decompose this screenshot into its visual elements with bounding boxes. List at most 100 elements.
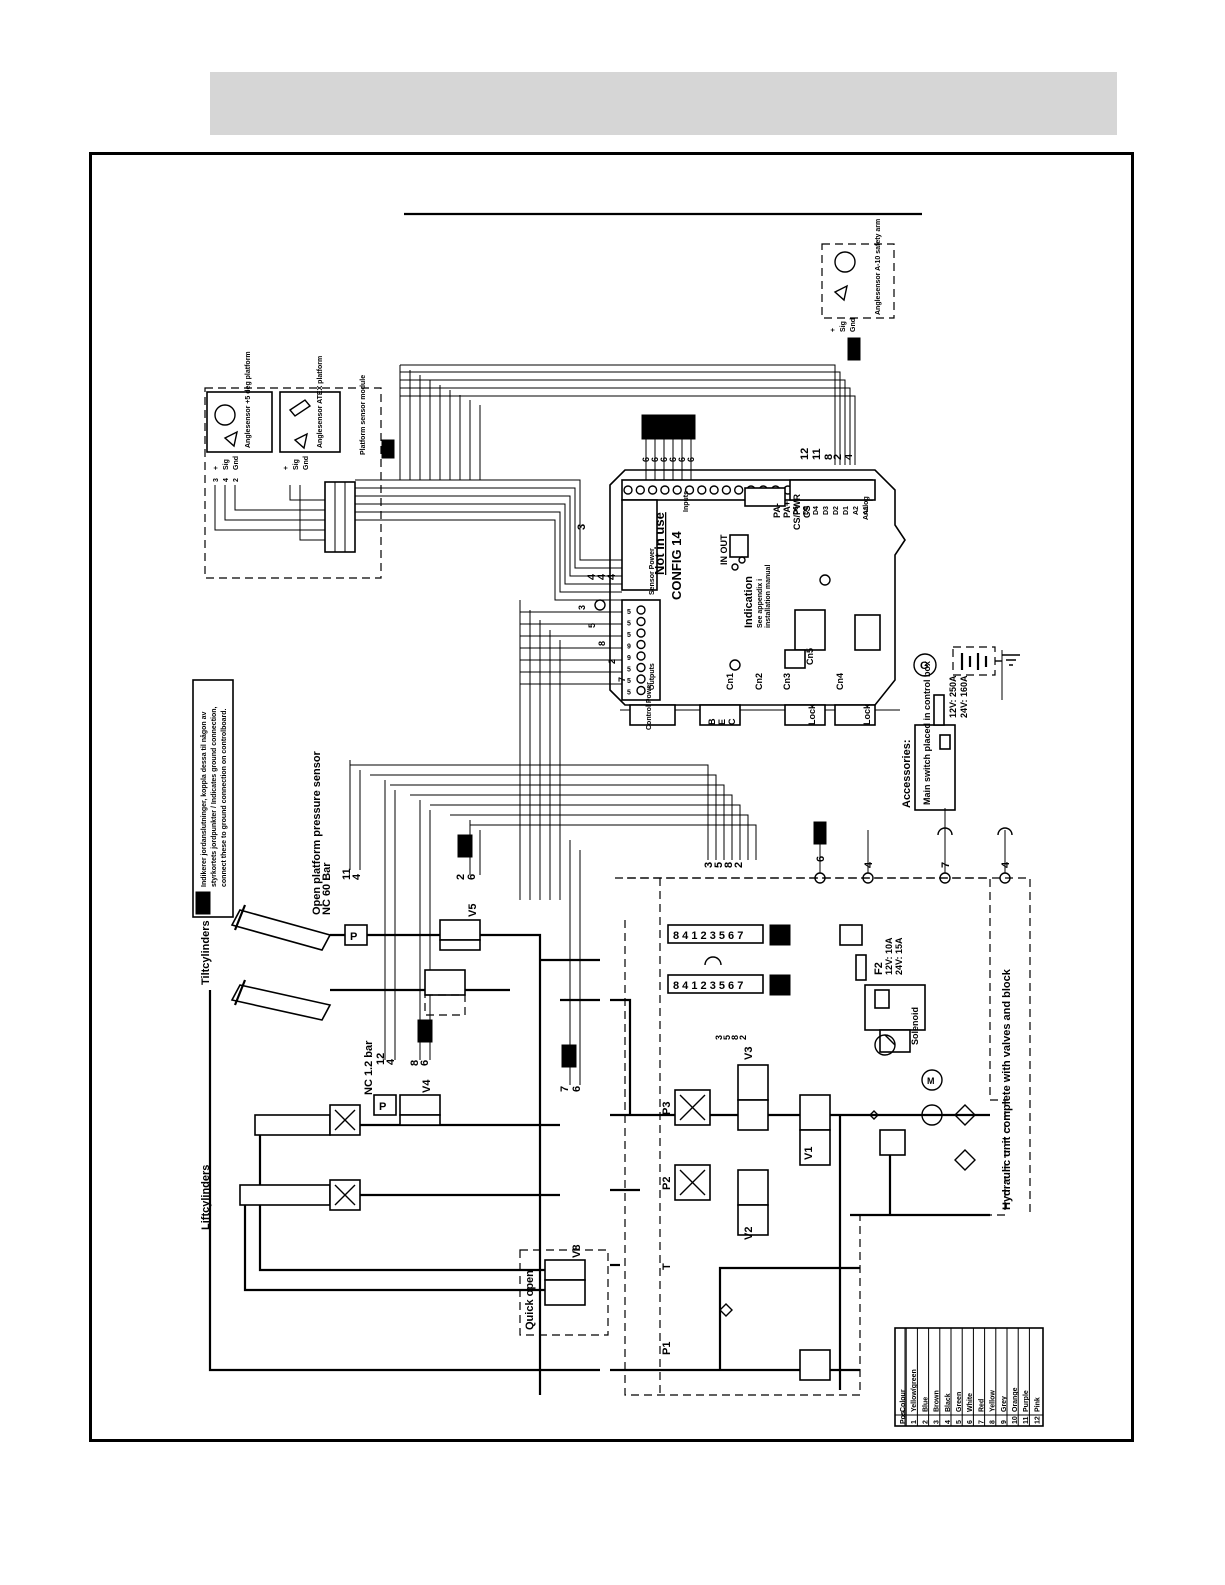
tilt-cylinder-1 — [230, 909, 332, 951]
s2-pin-sig: Sig — [293, 459, 300, 470]
f2-label: F2 — [873, 962, 885, 975]
output-pin-label: 5 — [627, 621, 631, 628]
v1-label: V1 — [803, 1147, 815, 1160]
digital-input-label: D6 — [793, 506, 800, 515]
sensor-bus-wire-num: 3 — [576, 524, 588, 530]
bec-c: C — [727, 718, 737, 725]
pressure-sensor-p60: P NC 60 Bar Open platform pressure senso… — [311, 750, 368, 946]
wire-num-4: 4 — [843, 453, 855, 460]
terminal-screw — [697, 485, 707, 495]
v4-wire-6: 6 — [419, 1060, 431, 1066]
nc60-label: NC 60 Bar — [321, 862, 333, 915]
output-pin-label: 5 — [627, 667, 631, 674]
gnd-badge — [641, 414, 651, 440]
output-wire-num: 2 — [607, 659, 617, 664]
digital-input-label: D3 — [823, 506, 830, 515]
in-out-label: IN OUT — [719, 534, 729, 565]
pa-plus: PA+ — [782, 501, 792, 518]
hydraulic-unit-label: Hydraulic unit complete with valves and … — [1001, 968, 1013, 1210]
digital-input-label: D5 — [803, 506, 810, 515]
gnd-badge-v5 — [457, 834, 473, 858]
indication-note: See appendix i — [757, 579, 764, 628]
gnd-note-badge — [195, 891, 211, 915]
colour-table-pos: 2 — [922, 1420, 929, 1424]
gnd-badge — [677, 414, 687, 440]
s1-num-4: 4 — [223, 478, 230, 482]
gnd-note-line-2: styrkortets jordpunkter / Indicates grou… — [211, 706, 218, 887]
terminal-row-1-label: 8 4 1 2 3 5 6 7 — [673, 930, 743, 942]
cn2-label: Cn2 — [754, 673, 764, 690]
t-label: T — [661, 1263, 673, 1270]
terminal-screw — [660, 485, 670, 495]
s3-pin-sig: Sig — [840, 321, 847, 332]
f2-rating-2: 24V: 15A — [894, 937, 904, 975]
output-screw — [636, 616, 646, 627]
colour-table-pos: 11 — [1023, 1416, 1030, 1424]
terminal-screw — [635, 485, 645, 495]
lock-label-2: Lock — [862, 703, 872, 725]
pump-motor: M — [869, 1069, 976, 1171]
cs-label: CS — [802, 505, 812, 518]
check-valve — [719, 1303, 733, 1317]
output-screw — [636, 651, 646, 661]
output-wire-num: 5 — [587, 623, 597, 628]
terminal-out-wire-num: 2 — [738, 1035, 748, 1040]
colour-table-pos: 6 — [967, 1420, 974, 1424]
terminal-in-wire-num: 2 — [733, 862, 745, 868]
colour-table-colour: Pink — [1034, 1397, 1041, 1412]
s2-pin-gnd: Gnd — [303, 456, 310, 470]
indication-label: Indication — [743, 576, 755, 628]
fuse-f2: F2 12V: 10A 24V: 15A — [839, 924, 904, 981]
v8-wire-6: 6 — [571, 1086, 583, 1092]
filter-2 — [954, 1149, 976, 1171]
valve-v4: V4 8 6 — [399, 1019, 441, 1126]
pa-minus: PA- — [772, 503, 782, 518]
colour-table-pos: 8 — [990, 1420, 997, 1424]
main-switch — [939, 734, 951, 750]
wire-num-2: 2 — [832, 454, 844, 460]
pressure-sensor-p12: P NC 1.2 bar 12 4 — [363, 1040, 397, 1116]
fuse-f1 — [933, 694, 945, 726]
battery-box — [952, 646, 996, 676]
s1-num-2: 2 — [233, 478, 240, 482]
output-screw — [636, 628, 646, 638]
cn5-label: Cn5 — [805, 648, 815, 665]
gnd-badge — [686, 414, 696, 440]
s1-pin-sig: Sig — [223, 459, 230, 470]
gnd-badge — [659, 414, 669, 440]
gnd-badge-connector — [813, 821, 827, 845]
lift-cylinder-1 — [254, 1114, 331, 1136]
wire-num-12: 12 — [799, 448, 811, 460]
platform-sensor-module: Anglesensor +5 deg platform Anglesensor … — [204, 351, 395, 579]
colour-table-colour: Brown — [934, 1390, 941, 1412]
gnd-badge-v8 — [561, 1044, 577, 1068]
gnd-note-line-3: connect these to ground connection on co… — [221, 708, 228, 887]
module-title: Platform sensor module — [360, 375, 367, 455]
v4-wire-8: 8 — [409, 1060, 421, 1066]
open-platform-label: Open platform pressure sensor — [311, 750, 323, 915]
colour-table-pos: 9 — [1001, 1420, 1008, 1424]
gnd-badge — [668, 414, 678, 440]
output-wire-num: 7 — [617, 677, 627, 682]
colour-table-pos: 1 — [911, 1420, 918, 1424]
digital-input-label: D2 — [833, 506, 840, 515]
s3-pin-gnd: Gnd — [850, 318, 857, 332]
hydraulic-lines — [208, 933, 990, 1395]
v5-wire-6: 6 — [466, 874, 478, 880]
wire-num-8: 8 — [823, 454, 835, 460]
mounting-hole — [729, 659, 741, 671]
pressure-switch — [874, 1034, 896, 1056]
p12-wire-4: 4 — [385, 1058, 397, 1065]
digital-input-label: D1 — [843, 506, 850, 515]
sensor-1-label: Anglesensor +5 deg platform — [245, 351, 252, 448]
terminal-screw — [721, 485, 732, 495]
liftcylinders-label: Liftcylinders — [200, 1165, 212, 1230]
colour-table-colour: Green — [956, 1392, 963, 1412]
colour-table-pos: 12 — [1034, 1416, 1041, 1424]
p2-label: P2 — [661, 1177, 673, 1190]
colour-table-pos: Pos. — [900, 1409, 907, 1424]
digital-input-label: A2 — [853, 506, 860, 515]
connector-wire-num: 7 — [940, 862, 952, 868]
